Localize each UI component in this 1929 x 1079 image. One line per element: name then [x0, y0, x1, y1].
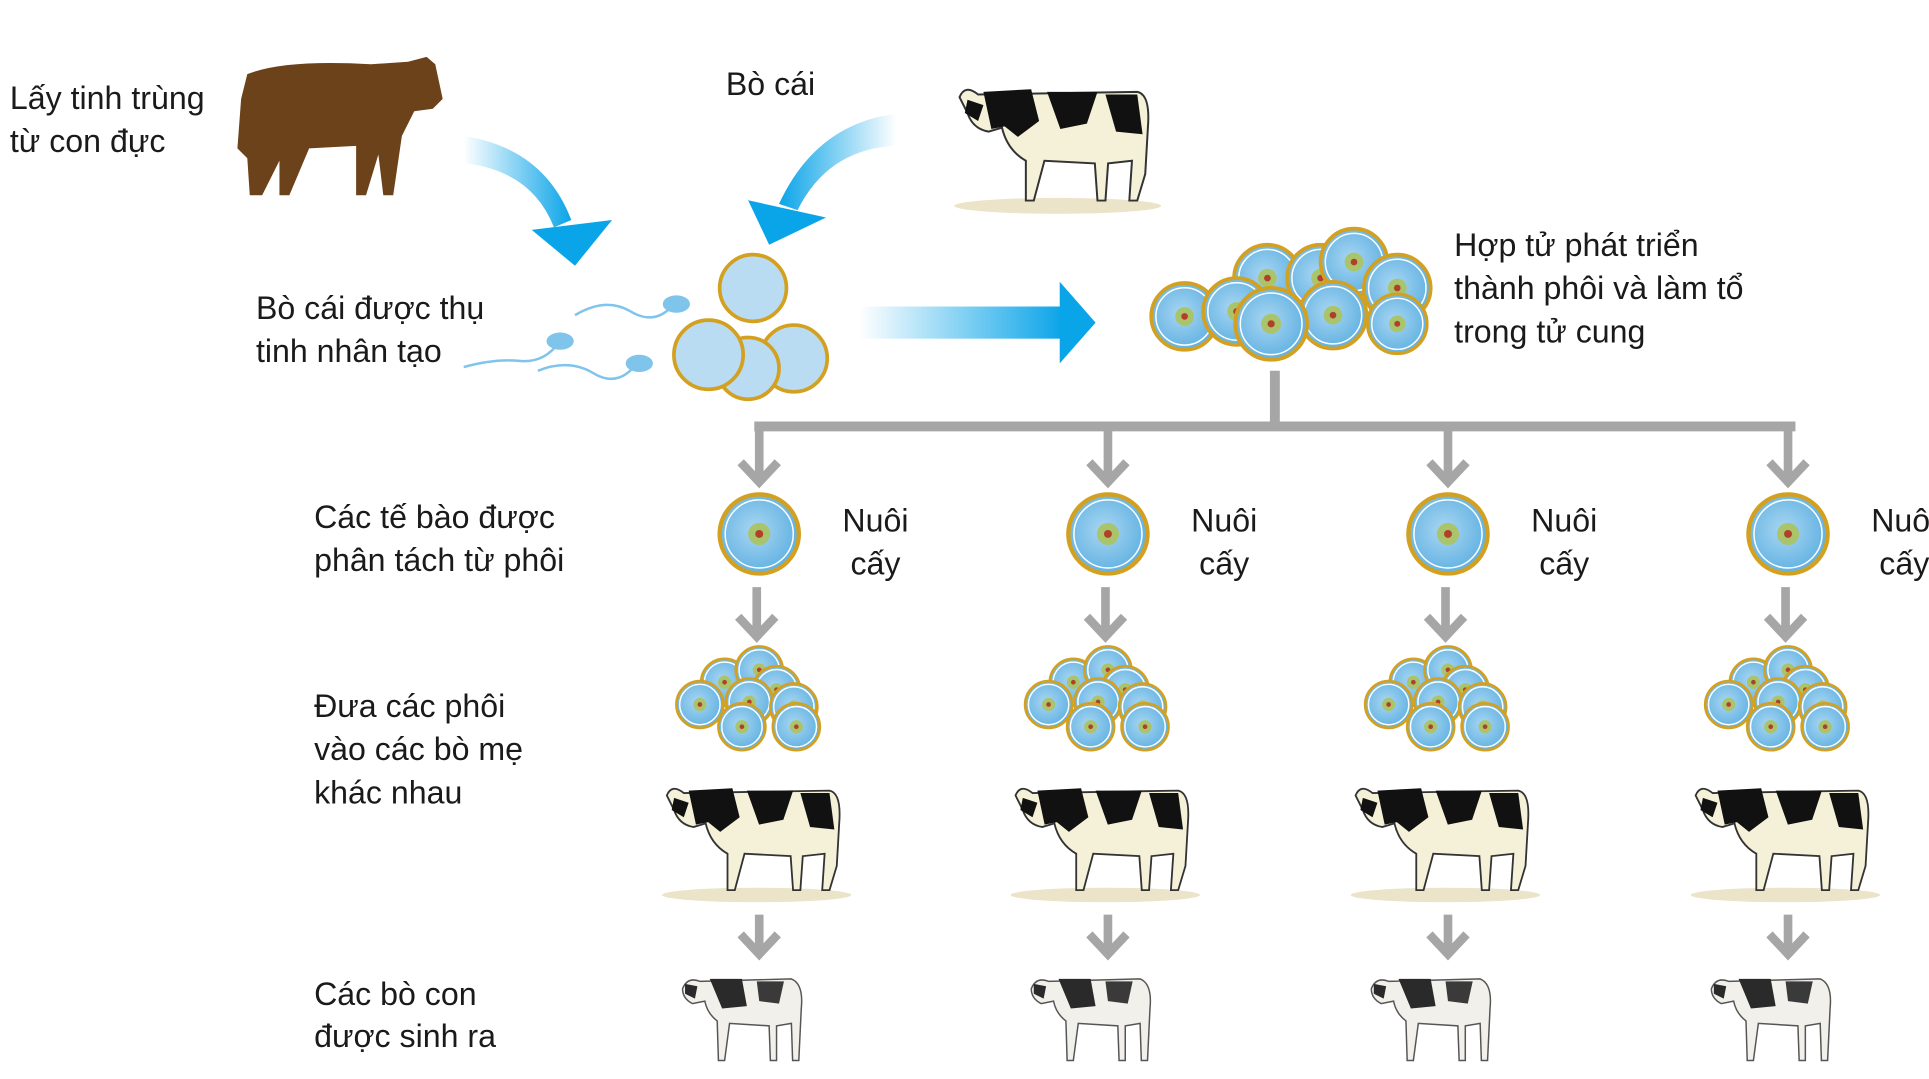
- development-arrow-icon: [859, 281, 1096, 364]
- bull-label-line2: từ con đực: [10, 123, 166, 159]
- culture-label-line1: Nuôi: [842, 502, 908, 538]
- bull-to-egg-arrow-icon: [463, 135, 613, 266]
- cell-icon: [1800, 701, 1850, 752]
- culture-label-line2: cấy: [1199, 546, 1249, 582]
- surrogate-cow-icon: [1689, 787, 1882, 903]
- down-arrow-icon: [1086, 914, 1130, 961]
- cow-label: Bò cái: [726, 66, 815, 102]
- cell-icon: [1023, 679, 1074, 730]
- culture-label-line2: cấy: [850, 546, 900, 582]
- separated-cells-label-line2: phân tách từ phôi: [314, 542, 564, 578]
- down-arrow-icon: [737, 914, 781, 961]
- calf-icon: [1030, 978, 1152, 1062]
- embryo-cluster-icon: [1703, 645, 1850, 752]
- calf-icon: [1370, 978, 1492, 1062]
- calf-icon: [681, 978, 803, 1062]
- transfer-label-line1: Đưa các phôi: [314, 688, 505, 724]
- cell-icon: [1365, 292, 1429, 356]
- bull-icon: [237, 56, 443, 196]
- down-arrow-icon: [737, 426, 781, 489]
- cell-icon: [1233, 285, 1310, 362]
- cell-icon: [1297, 279, 1369, 351]
- embryo-cluster-icon: [675, 645, 822, 752]
- insemination-label-line2: tinh nhân tạo: [256, 333, 442, 369]
- cell-icon: [771, 701, 822, 752]
- zygote-label-line3: trong tử cung: [1454, 313, 1645, 349]
- cell-icon: [1065, 701, 1116, 752]
- culture-label-line1: Nuôi: [1191, 502, 1257, 538]
- branch-tree: [754, 370, 1796, 432]
- down-arrow-icon: [1083, 587, 1128, 643]
- separated-cells-label-line1: Các tế bào được: [314, 499, 555, 535]
- embryo-cluster-icon: [1363, 645, 1510, 752]
- zygote-label-line1: Hợp tử phát triển: [1454, 227, 1698, 263]
- transfer-label-line2: vào các bò mẹ: [314, 731, 523, 767]
- down-arrow-icon: [735, 587, 779, 643]
- branch-column-2: Nuôi cấy: [1009, 426, 1257, 1062]
- down-arrow-icon: [1423, 587, 1468, 643]
- down-arrow-icon: [1766, 914, 1810, 961]
- cell-icon: [1745, 701, 1796, 752]
- down-arrow-icon: [1426, 426, 1470, 489]
- branches: Nuôi cấy Nuôi cấy Nuôi cấy Nuôi cấy: [660, 426, 1929, 1062]
- calf-icon: [1710, 978, 1832, 1062]
- cell-icon: [1405, 701, 1456, 752]
- bull-label-line1: Lấy tinh trùng: [10, 80, 205, 116]
- insemination-label-line1: Bò cái được thụ: [256, 290, 484, 326]
- cell-icon: [1460, 701, 1510, 752]
- surrogate-cow-icon: [1349, 787, 1542, 903]
- branch-column-1: Nuôi cấy: [660, 426, 909, 1062]
- culture-label-line1: Nuôi: [1531, 502, 1597, 538]
- down-arrow-icon: [1426, 914, 1470, 961]
- transfer-label-line3: khác nhau: [314, 774, 462, 810]
- cell-icon: [717, 701, 767, 752]
- culture-label-line2: cấy: [1879, 546, 1929, 582]
- eggs-icon: [672, 252, 830, 402]
- sperm-icon: [463, 295, 690, 381]
- down-arrow-icon: [1763, 587, 1808, 643]
- cell-icon: [1703, 679, 1754, 730]
- down-arrow-icon: [1766, 426, 1810, 489]
- cell-icon: [1746, 492, 1830, 576]
- cell-icon: [1066, 492, 1150, 576]
- down-arrow-icon: [1086, 426, 1130, 489]
- surrogate-cow-icon: [660, 787, 853, 903]
- embryo-cluster-icon: [1023, 645, 1170, 752]
- culture-label-line1: Nuôi: [1871, 502, 1929, 538]
- calves-label-line2: được sinh ra: [314, 1018, 496, 1054]
- cell-icon: [675, 679, 725, 730]
- calves-label-line1: Các bò con: [314, 976, 477, 1012]
- cell-icon: [717, 492, 802, 576]
- female-cow-icon: [953, 88, 1163, 214]
- embryo-cluster-icon: [1149, 226, 1433, 362]
- zygote-label-line2: thành phôi và làm tổ: [1454, 270, 1743, 306]
- cell-icon: [1120, 701, 1170, 752]
- surrogate-cow-icon: [1009, 787, 1202, 903]
- branch-column-3: Nuôi cấy: [1349, 426, 1597, 1062]
- branch-column-4: Nuôi cấy: [1689, 426, 1929, 1062]
- cow-to-egg-arrow-icon: [748, 113, 897, 245]
- cell-icon: [1363, 679, 1414, 730]
- cell-icon: [1406, 492, 1490, 576]
- culture-label-line2: cấy: [1539, 546, 1589, 582]
